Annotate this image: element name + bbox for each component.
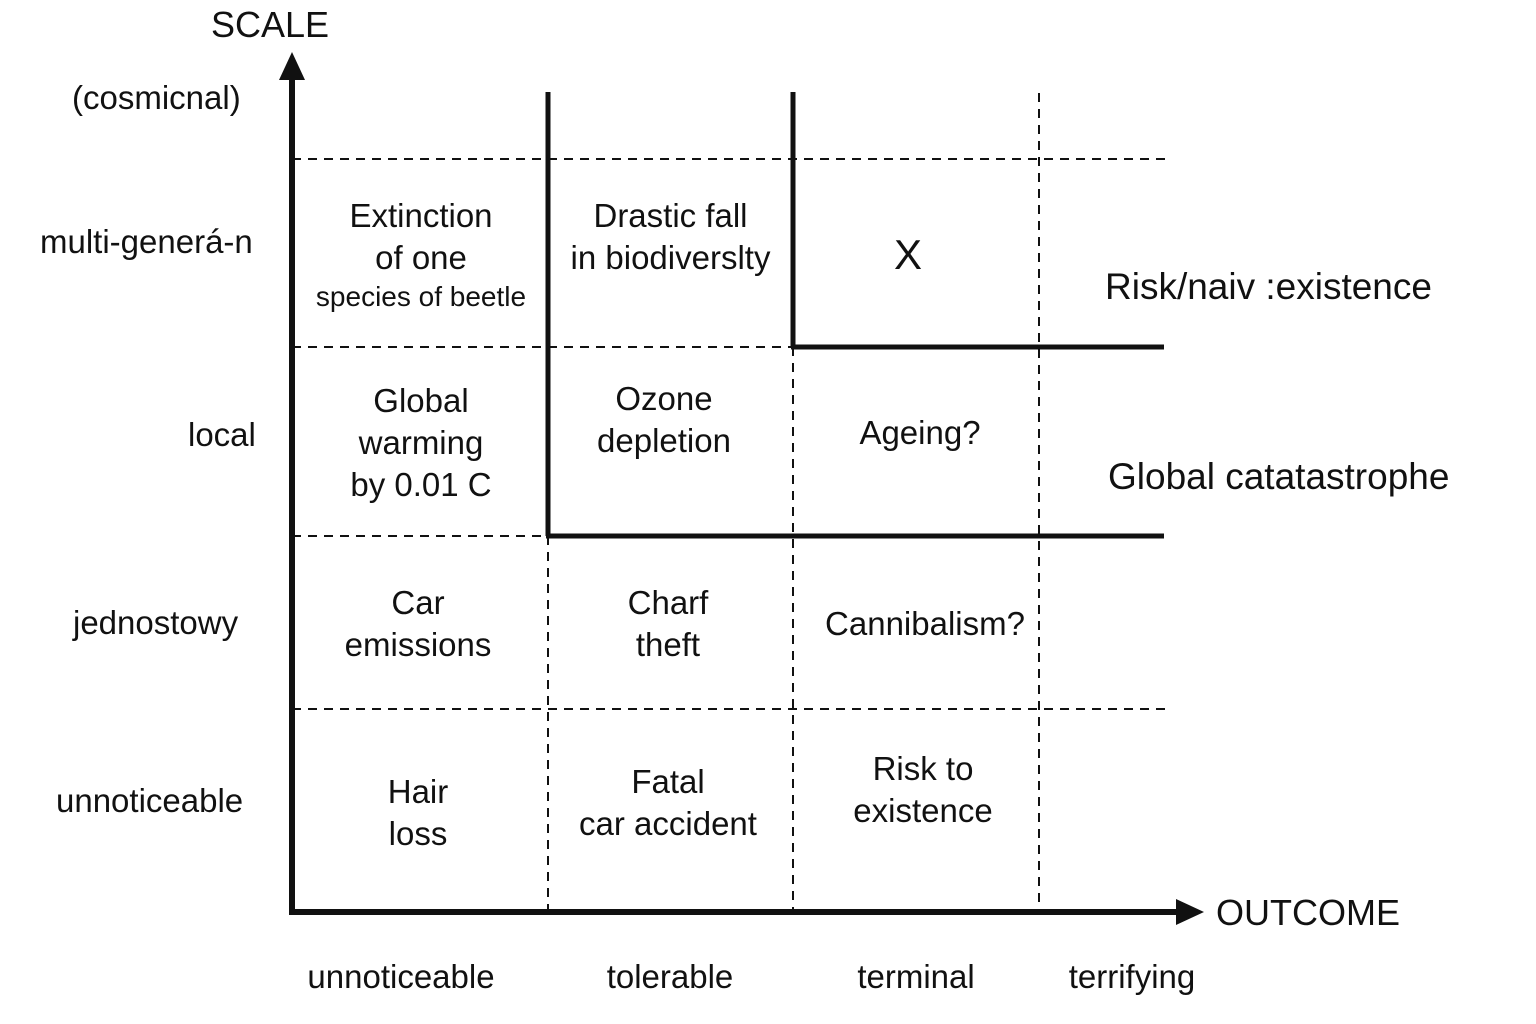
region-label-existential-risk: Risk/naiv :existence bbox=[1105, 266, 1432, 307]
cell-text-line: warming bbox=[358, 424, 484, 461]
row-label-unnoticeable: unnoticeable bbox=[56, 782, 244, 819]
y-axis-title: SCALE bbox=[211, 4, 330, 45]
cell-text-line: Risk to bbox=[872, 750, 974, 787]
cell-hair-loss: Hair loss bbox=[294, 728, 542, 898]
cell-cannibalism: Cannibalism? bbox=[802, 538, 1048, 709]
cell-x-mark: X bbox=[795, 162, 1021, 347]
region-label-global-catastrophe: Global catatastrophe bbox=[1108, 456, 1450, 497]
cell-text-line: Ageing? bbox=[859, 414, 981, 451]
cell-text-line: car accident bbox=[579, 805, 757, 842]
cell-ozone-depletion: Ozone depletion bbox=[548, 350, 780, 490]
row-label-multi-generational: multi-generá-n bbox=[40, 223, 253, 260]
cell-text-line: depletion bbox=[597, 422, 731, 459]
col-label-tolerable: tolerable bbox=[606, 958, 734, 995]
cell-text-line: Fatal bbox=[631, 763, 705, 800]
y-axis-arrowhead bbox=[279, 52, 305, 80]
cell-text-line: theft bbox=[635, 625, 701, 663]
x-axis-arrowhead bbox=[1176, 899, 1204, 925]
cell-text-line: by 0.01 C bbox=[350, 466, 492, 503]
cell-text-line: Charf bbox=[627, 583, 709, 621]
cell-ageing: Ageing? bbox=[795, 350, 1045, 516]
cell-text-line: of one bbox=[375, 238, 467, 276]
col-label-unnoticeable: unnoticeable bbox=[307, 958, 495, 995]
row-label-local: local bbox=[188, 416, 256, 453]
x-axis-title: OUTCOME bbox=[1216, 892, 1400, 933]
row-label-jednostowy: jednostowy bbox=[73, 604, 239, 641]
col-label-terminal: terminal bbox=[857, 958, 975, 995]
cell-text-line: Drastic fall bbox=[593, 197, 748, 234]
cell-charf-theft: Charf theft bbox=[548, 538, 788, 709]
cell-biodiversity-fall: Drastic fall in biodiverslty bbox=[548, 162, 793, 312]
cell-text-line: existence bbox=[853, 792, 993, 829]
row-label-cosmic: (cosmicnal) bbox=[72, 79, 241, 116]
cell-beetle-extinction: Extinction of one species of beetle bbox=[294, 162, 548, 347]
cell-fatal-car-accident: Fatal car accident bbox=[548, 720, 788, 886]
cell-text-line: X bbox=[893, 230, 922, 278]
cell-text-line: Ozone bbox=[615, 380, 713, 417]
cell-text-line: in biodiverslty bbox=[570, 239, 771, 276]
cell-text-line: species of beetle bbox=[315, 280, 527, 312]
cell-text-line: loss bbox=[388, 815, 448, 852]
cell-text-line: Cannibalism? bbox=[825, 604, 1025, 642]
cell-car-emissions: Car emissions bbox=[294, 538, 542, 709]
col-label-terrifying: terrifying bbox=[1068, 958, 1196, 995]
cell-text-line: Global bbox=[373, 382, 469, 419]
cell-global-warming: Global warming by 0.01 C bbox=[294, 350, 548, 536]
cell-text-line: Hair bbox=[387, 773, 449, 810]
cell-text-line: Extinction bbox=[349, 196, 493, 234]
cell-text-line: emissions bbox=[344, 625, 492, 663]
cell-risk-to-existence: Risk to existence bbox=[795, 706, 1051, 874]
cell-text-line: Car bbox=[391, 583, 445, 621]
